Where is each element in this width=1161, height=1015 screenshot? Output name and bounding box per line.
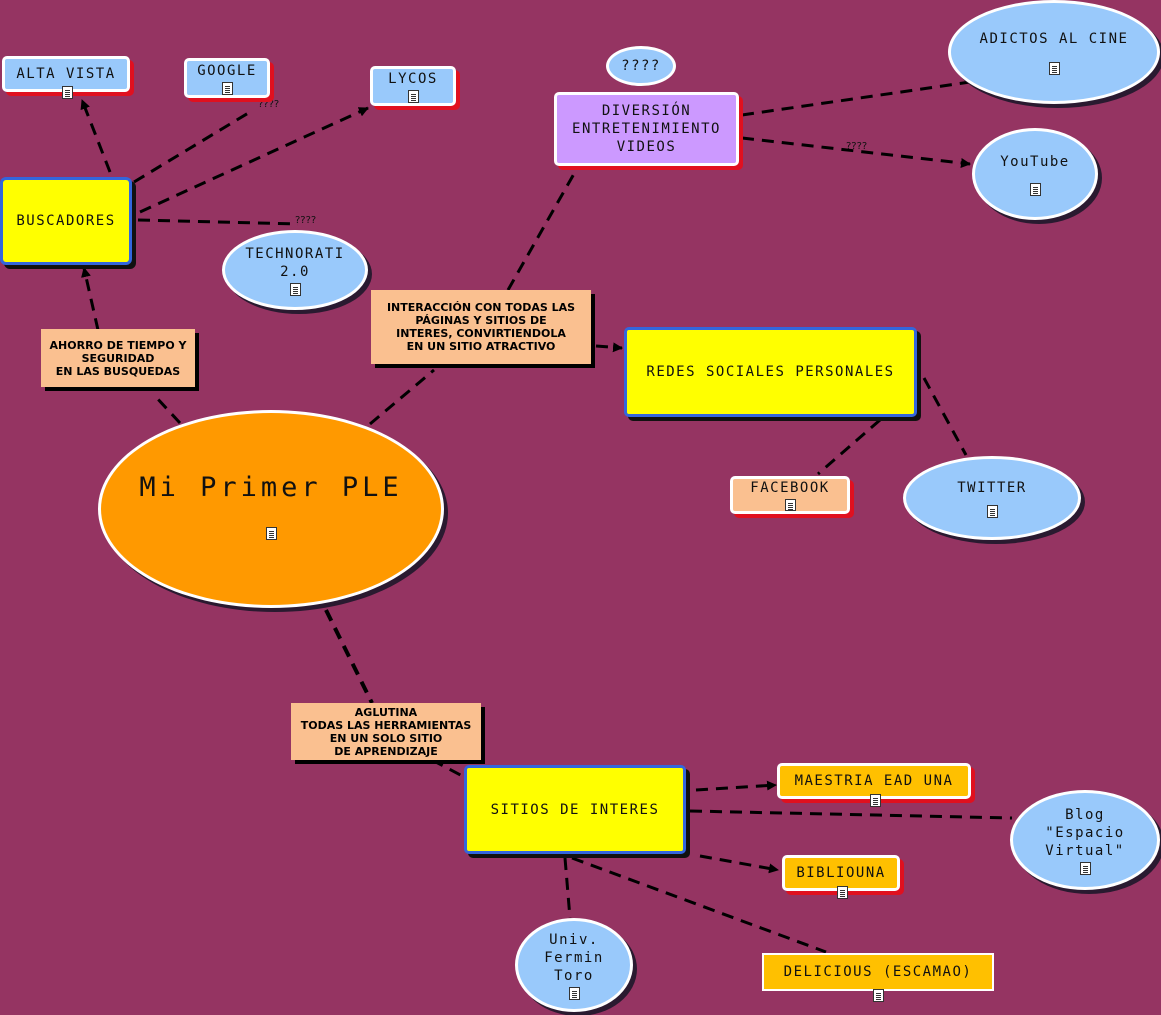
node-lycos[interactable]: LYCOS (370, 66, 456, 106)
edge-ple-ahorro (153, 394, 182, 425)
document-icon[interactable] (784, 499, 796, 511)
edge-sitios-maestria (695, 780, 777, 792)
edge-sitios-univ (563, 857, 572, 919)
node-redes-sociales[interactable]: REDES SOCIALES PERSONALES (624, 327, 917, 417)
node-delicious-label: DELICIOUS (ESCAMAO) (783, 964, 973, 980)
edge-buscadores-lycos (139, 106, 369, 214)
node-ple-label: Mi Primer PLE (139, 471, 403, 503)
edge-interaccion-diversion (506, 171, 577, 291)
label-ahorro: AHORRO DE TIEMPO Y SEGURIDAD EN LAS BUSQ… (41, 329, 195, 387)
edge-buscadores-google (133, 110, 251, 184)
node-buscadores[interactable]: BUSCADORES (0, 177, 132, 265)
node-redes-label: REDES SOCIALES PERSONALES (646, 364, 895, 380)
node-blog[interactable]: Blog "Espacio Virtual" (1010, 790, 1160, 890)
node-google[interactable]: GOOGLE (184, 58, 270, 98)
node-facebook-label: FACEBOOK (750, 480, 830, 496)
node-facebook[interactable]: FACEBOOK (730, 476, 850, 514)
node-google-label: GOOGLE (197, 62, 257, 79)
node-lycos-label: LYCOS (388, 70, 438, 87)
node-univ-label: Univ. Fermin Toro (544, 931, 604, 984)
node-delicious[interactable]: DELICIOUS (ESCAMAO) (762, 953, 994, 1002)
node-alta-vista[interactable]: ALTA VISTA (2, 56, 130, 99)
edge-redes-facebook (817, 418, 881, 476)
edge-ahorro-buscadores (81, 267, 100, 331)
node-bibliouna-label: BIBLIOUNA (796, 865, 886, 881)
node-sitios-de-interes[interactable]: SITIOS DE INTERES (464, 765, 686, 854)
node-diversion-label: DIVERSIÓN ENTRETENIMIENTO VIDEOS (572, 103, 721, 155)
node-bibliouna[interactable]: BIBLIOUNA (782, 855, 900, 899)
label-ahorro-text: AHORRO DE TIEMPO Y SEGURIDAD EN LAS BUSQ… (49, 338, 187, 378)
node-alta-vista-label: ALTA VISTA (16, 66, 116, 82)
node-youtube-label: YouTube (1000, 153, 1070, 170)
edge-label-youtube: ???? (846, 141, 868, 152)
node-mi-primer-ple[interactable]: Mi Primer PLE (98, 410, 444, 608)
document-icon[interactable] (265, 526, 277, 540)
edge-sitios-bibliouna (699, 854, 779, 874)
edge-sitios-blog (689, 809, 1013, 820)
node-blog-label: Blog "Espacio Virtual" (1045, 806, 1125, 859)
edge-redes-twitter (922, 377, 968, 456)
edge-label-technorati: ???? (295, 215, 317, 226)
label-aglutina: AGLUTINA TODAS LAS HERRAMIENTAS EN UN SO… (291, 703, 481, 760)
document-icon[interactable] (1048, 61, 1060, 75)
node-twitter-label: TWITTER (957, 479, 1027, 496)
document-icon[interactable] (568, 986, 580, 1000)
node-twitter[interactable]: TWITTER (903, 456, 1081, 540)
node-technorati[interactable]: TECHNORATI 2.0 (222, 230, 368, 310)
node-youtube[interactable]: YouTube (972, 128, 1098, 220)
node-sitios-label: SITIOS DE INTERES (490, 801, 660, 818)
node-diversion[interactable]: DIVERSIÓN ENTRETENIMIENTO VIDEOS (554, 92, 739, 166)
document-icon[interactable] (1079, 861, 1091, 875)
node-maestria-label: MAESTRIA EAD UNA (794, 773, 954, 789)
edge-sitios-delicious (571, 856, 827, 954)
document-icon[interactable] (289, 282, 301, 296)
node-adictos-al-cine[interactable]: ADICTOS AL CINE (948, 0, 1160, 104)
label-interaccion: INTERACCIÓN CON TODAS LAS PÁGINAS Y SITI… (371, 290, 591, 364)
node-adictos-label: ADICTOS AL CINE (979, 30, 1129, 47)
document-icon[interactable] (221, 81, 233, 95)
document-icon[interactable] (986, 504, 998, 518)
edge-interaccion-redes (595, 342, 623, 353)
edge-label-google: ???? (258, 99, 280, 110)
document-icon[interactable] (62, 86, 73, 99)
node-univ-fermin-toro[interactable]: Univ. Fermin Toro (515, 918, 633, 1012)
edge-diversion-youtube (741, 136, 971, 168)
edge-aglutina-sitios (431, 758, 471, 782)
node-technorati-label: TECHNORATI 2.0 (245, 245, 345, 280)
node-buscadores-label: BUSCADORES (16, 213, 116, 229)
edge-buscadores-technorati (137, 218, 299, 226)
edge-ple-interaccion (369, 368, 435, 426)
document-icon[interactable] (407, 89, 419, 103)
document-icon[interactable] (873, 989, 884, 1002)
node-maestria[interactable]: MAESTRIA EAD UNA (777, 763, 971, 807)
node-question-label: ???? (621, 58, 661, 74)
document-icon[interactable] (870, 794, 881, 807)
edge-ple-aglutina (324, 609, 374, 704)
edge-diversion-adictos (741, 80, 971, 117)
label-interaccion-text: INTERACCIÓN CON TODAS LAS PÁGINAS Y SITI… (386, 301, 576, 353)
edge-buscadores-altavista (80, 99, 112, 173)
node-question[interactable]: ???? (606, 46, 676, 86)
label-aglutina-text: AGLUTINA TODAS LAS HERRAMIENTAS EN UN SO… (300, 705, 472, 758)
document-icon[interactable] (837, 886, 848, 899)
document-icon[interactable] (1029, 182, 1041, 196)
